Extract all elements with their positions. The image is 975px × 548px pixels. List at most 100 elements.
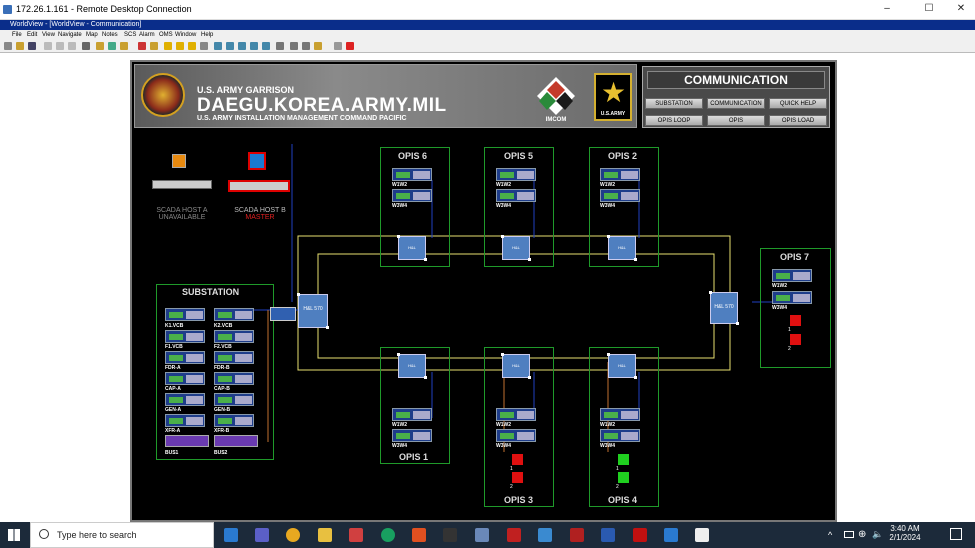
device-k2-vcb[interactable] bbox=[214, 308, 254, 321]
network-icon[interactable]: ⊕ bbox=[858, 529, 867, 540]
hl-app-icon[interactable] bbox=[695, 528, 709, 542]
taskbar-search[interactable]: Type here to search bbox=[30, 522, 214, 548]
acrobat-icon[interactable] bbox=[633, 528, 647, 542]
cut-icon[interactable] bbox=[44, 42, 52, 50]
battery-icon[interactable] bbox=[844, 531, 854, 538]
zoom-fit-icon[interactable] bbox=[250, 42, 258, 50]
scada-host-a-server[interactable] bbox=[152, 180, 212, 189]
opis-7-device-2[interactable] bbox=[772, 291, 812, 304]
device-gen-b[interactable] bbox=[214, 393, 254, 406]
zoom-in-icon[interactable] bbox=[226, 42, 234, 50]
menu-window[interactable]: Window bbox=[175, 32, 197, 38]
opis-1-device-1[interactable] bbox=[392, 408, 432, 421]
nav-quick-help-button[interactable]: QUICK HELP bbox=[769, 98, 827, 109]
app-icon[interactable] bbox=[443, 528, 457, 542]
forward-icon[interactable] bbox=[176, 42, 184, 50]
menu-navigate[interactable]: Navigate bbox=[58, 32, 82, 38]
device-gen-a[interactable] bbox=[165, 393, 205, 406]
menu-map[interactable]: Map bbox=[86, 32, 98, 38]
up-icon[interactable] bbox=[188, 42, 196, 50]
nav-opis-loop-button[interactable]: OPIS LOOP bbox=[645, 115, 703, 126]
new-icon[interactable] bbox=[4, 42, 12, 50]
folder-icon[interactable] bbox=[96, 42, 104, 50]
menu-view[interactable]: View bbox=[42, 32, 55, 38]
alarm-icon[interactable] bbox=[346, 42, 354, 50]
grid-icon[interactable] bbox=[276, 42, 284, 50]
device-xfr-b[interactable] bbox=[214, 414, 254, 427]
opis-4-device-1[interactable] bbox=[600, 408, 640, 421]
paste-icon[interactable] bbox=[68, 42, 76, 50]
opis-4-alarm-2[interactable] bbox=[618, 472, 629, 483]
app-icon[interactable] bbox=[664, 528, 678, 542]
app-icon[interactable] bbox=[349, 528, 363, 542]
chrome-icon[interactable] bbox=[286, 528, 300, 542]
nav-opis-button[interactable]: OPIS bbox=[707, 115, 765, 126]
menu-oms[interactable]: OMS bbox=[159, 32, 173, 38]
file-explorer-icon[interactable] bbox=[318, 528, 332, 542]
nav-opis-load-button[interactable]: OPIS LOAD bbox=[769, 115, 827, 126]
notification-icon[interactable] bbox=[950, 528, 962, 540]
device-fdr-b[interactable] bbox=[214, 351, 254, 364]
device-cap-b[interactable] bbox=[214, 372, 254, 385]
remote-desktop-icon[interactable] bbox=[475, 528, 489, 542]
windows-start-icon[interactable] bbox=[8, 529, 20, 541]
opis-7-alarm-2[interactable] bbox=[790, 334, 801, 345]
close-button[interactable]: ✕ bbox=[956, 3, 966, 14]
opis-3-device-2[interactable] bbox=[496, 429, 536, 442]
opis-2-device-1[interactable] bbox=[600, 168, 640, 181]
menu-edit[interactable]: Edit bbox=[27, 32, 38, 38]
scada-host-b-server[interactable] bbox=[228, 180, 290, 192]
word-icon[interactable] bbox=[601, 528, 615, 542]
opis-3-alarm-1[interactable] bbox=[512, 454, 523, 465]
device-f2-vcb[interactable] bbox=[214, 330, 254, 343]
nav-communication-button[interactable]: COMMUNICATION bbox=[707, 98, 765, 109]
opis-2-switch[interactable]: H&L bbox=[607, 235, 637, 261]
opis-7-alarm-1[interactable] bbox=[790, 315, 801, 326]
photos-icon[interactable] bbox=[538, 528, 552, 542]
opis-5-device-1[interactable] bbox=[496, 168, 536, 181]
device-fdr-a[interactable] bbox=[165, 351, 205, 364]
device-xfr-a[interactable] bbox=[165, 414, 205, 427]
device-k1-vcb[interactable] bbox=[165, 308, 205, 321]
app-icon[interactable] bbox=[412, 528, 426, 542]
app-icon[interactable] bbox=[570, 528, 584, 542]
minimize-button[interactable]: – bbox=[884, 3, 890, 14]
opis-2-device-2[interactable] bbox=[600, 189, 640, 202]
menu-scs[interactable]: SCS bbox=[124, 32, 137, 38]
opis-3-device-1[interactable] bbox=[496, 408, 536, 421]
substation-gateway[interactable] bbox=[270, 307, 296, 321]
browse-icon[interactable] bbox=[120, 42, 128, 50]
layer-icon[interactable] bbox=[150, 42, 158, 50]
menu-alarm[interactable]: Alarm bbox=[139, 32, 155, 38]
open-icon[interactable] bbox=[16, 42, 24, 50]
zoom-out-icon[interactable] bbox=[238, 42, 246, 50]
zoom-window-icon[interactable] bbox=[262, 42, 270, 50]
back-icon[interactable] bbox=[164, 42, 172, 50]
maximize-button[interactable]: ☐ bbox=[924, 3, 934, 14]
menu-file[interactable]: File bbox=[12, 32, 22, 38]
opis-3-switch[interactable]: H&L bbox=[501, 353, 531, 379]
home-icon[interactable] bbox=[200, 42, 208, 50]
opis-7-switch[interactable]: H&L 570 bbox=[709, 291, 739, 325]
bus2-meter[interactable] bbox=[214, 435, 258, 447]
text-icon[interactable] bbox=[290, 42, 298, 50]
teams-icon[interactable] bbox=[255, 528, 269, 542]
refresh-icon[interactable] bbox=[108, 42, 116, 50]
tray-chevron-icon[interactable]: ^ bbox=[828, 530, 833, 540]
opis-4-alarm-1[interactable] bbox=[618, 454, 629, 465]
clock[interactable]: 3:40 AM 2/1/2024 bbox=[880, 524, 930, 542]
outlook-icon[interactable] bbox=[224, 528, 238, 542]
table-icon[interactable] bbox=[302, 42, 310, 50]
app-icon[interactable] bbox=[381, 528, 395, 542]
save-icon[interactable] bbox=[28, 42, 36, 50]
opis-7-device-1[interactable] bbox=[772, 269, 812, 282]
substation-switch[interactable]: H&L 570 bbox=[297, 293, 329, 329]
opis-6-device-2[interactable] bbox=[392, 189, 432, 202]
copy-icon[interactable] bbox=[56, 42, 64, 50]
pan-icon[interactable] bbox=[214, 42, 222, 50]
opis-4-switch[interactable]: H&L bbox=[607, 353, 637, 379]
chart-icon[interactable] bbox=[314, 42, 322, 50]
opis-3-alarm-2[interactable] bbox=[512, 472, 523, 483]
opis-5-device-2[interactable] bbox=[496, 189, 536, 202]
print-icon[interactable] bbox=[82, 42, 90, 50]
